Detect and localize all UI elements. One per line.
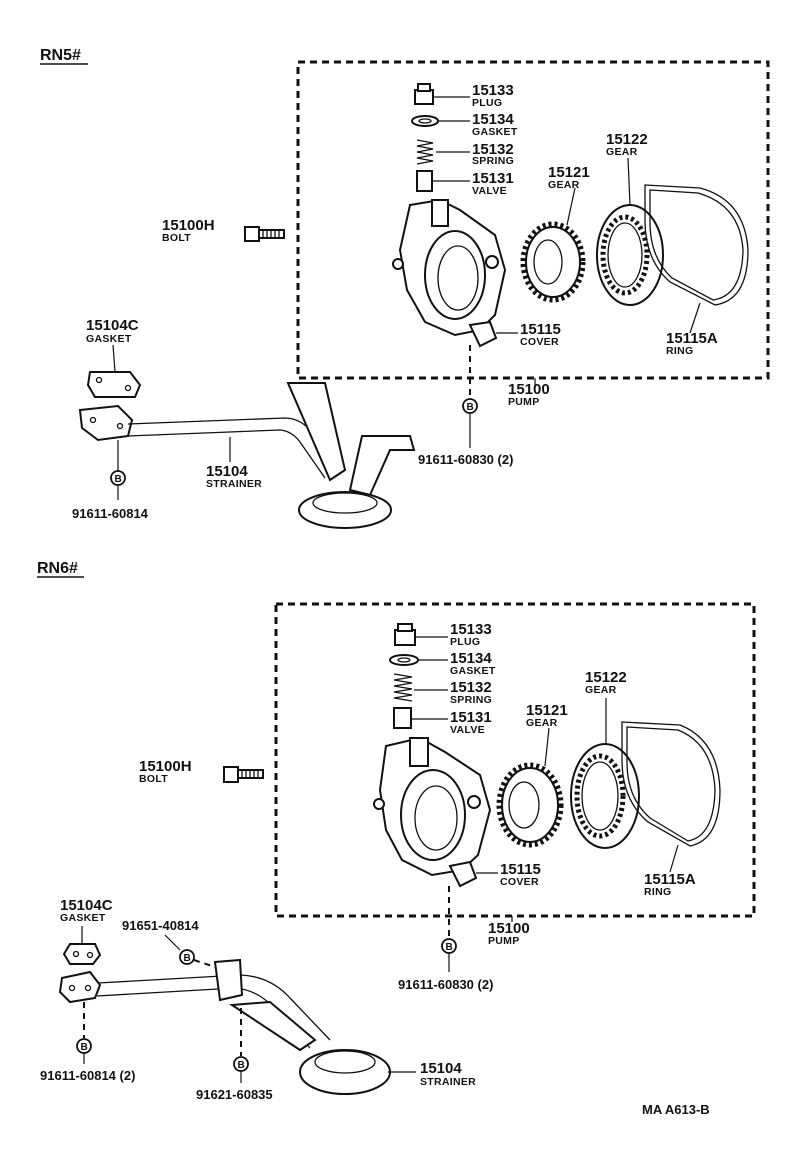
svg-text:B: B: [115, 474, 122, 485]
svg-text:B: B: [184, 953, 191, 964]
drive-gear-part: [520, 187, 586, 303]
drive-gear-number: 15121: [526, 702, 568, 719]
driven-gear-name: GEAR: [585, 684, 617, 696]
drive-gear-part: [496, 727, 564, 848]
driven-gear-name: GEAR: [606, 146, 638, 158]
cover-part: [468, 320, 518, 348]
pump-bolt-number: 15100H: [139, 758, 192, 775]
pump-number: 15100: [508, 381, 550, 398]
fastener-right-code: 91611-60830 (2): [418, 452, 513, 467]
spring-part: [416, 139, 470, 165]
strainer-number: 15104: [206, 463, 248, 480]
pump-name: PUMP: [488, 935, 520, 947]
callout-marker-b: B: [76, 1038, 92, 1054]
driven-gear-part: [570, 698, 640, 849]
fastener-right-code: 91611-60830 (2): [398, 977, 493, 992]
callout-marker-b: B: [462, 398, 478, 414]
pump-body-part: [373, 736, 492, 877]
spring-name: SPRING: [472, 155, 514, 167]
fastener-bracket-code: 91621-60835: [196, 1087, 273, 1102]
strainer-gasket-number: 15104C: [60, 897, 113, 914]
pump-body-part: [392, 198, 507, 337]
strainer-gasket-part: [86, 344, 142, 398]
plug-part: [414, 83, 470, 105]
drive-gear-name: GEAR: [526, 717, 558, 729]
pump-bolt-number: 15100H: [162, 217, 215, 234]
valve-number: 15131: [450, 709, 492, 726]
fastener-upper-code: 91651-40814: [122, 918, 199, 933]
plug-name: PLUG: [472, 97, 502, 109]
pump-bolt-part: [223, 766, 264, 783]
pump-assembly-box: [296, 60, 770, 380]
plug-part: [394, 623, 448, 646]
svg-text:B: B: [238, 1060, 245, 1071]
fastener-left-code: 91611-60814: [72, 506, 149, 521]
strainer-part: [58, 958, 416, 1095]
o-ring-part: [644, 184, 749, 334]
svg-text:B: B: [81, 1042, 88, 1053]
strainer-name: STRAINER: [420, 1076, 476, 1088]
drive-gear-name: GEAR: [548, 179, 580, 191]
cover-name: COVER: [520, 336, 559, 348]
callout-marker-b: B: [110, 470, 126, 486]
strainer-part: [78, 382, 416, 529]
small-gasket-number: 15134: [450, 650, 492, 667]
section-title-rn6: RN6#: [37, 560, 78, 577]
cover-number: 15115: [520, 321, 561, 338]
ring-number: 15115A: [644, 871, 696, 888]
strainer-gasket-number: 15104C: [86, 317, 139, 334]
spring-name: SPRING: [450, 694, 492, 706]
strainer-gasket-name: GASKET: [86, 333, 132, 345]
plug-name: PLUG: [450, 636, 480, 648]
spring-part: [393, 673, 448, 702]
pump-number: 15100: [488, 920, 530, 937]
valve-part: [393, 707, 448, 729]
cover-part: [448, 860, 498, 888]
driven-gear-part: [596, 157, 664, 306]
pump-bolt-name: BOLT: [139, 773, 168, 785]
fastener-left-code: 91611-60814 (2): [40, 1068, 135, 1083]
valve-name: VALVE: [472, 185, 507, 197]
callout-marker-b: B: [179, 949, 195, 965]
ring-number: 15115A: [666, 330, 718, 347]
svg-text:B: B: [446, 942, 453, 953]
spring-number: 15132: [450, 679, 492, 696]
driven-gear-number: 15122: [606, 131, 648, 148]
small-gasket-part: [411, 115, 470, 127]
driven-gear-number: 15122: [585, 669, 627, 686]
cover-number: 15115: [500, 861, 541, 878]
pump-name: PUMP: [508, 396, 540, 408]
drawing-code: MA A613-B: [642, 1102, 710, 1117]
ring-name: RING: [666, 345, 693, 357]
small-gasket-number: 15134: [472, 111, 514, 128]
o-ring-part: [621, 721, 721, 873]
svg-text:B: B: [467, 402, 474, 413]
pump-bolt-name: BOLT: [162, 232, 191, 244]
strainer-number: 15104: [420, 1060, 462, 1077]
section-rn6: RN6# 15133 PLUG 15134 GASKET 15132 SPRIN…: [37, 560, 756, 1102]
strainer-gasket-part: [62, 926, 102, 965]
spring-number: 15132: [472, 141, 514, 158]
plug-number: 15133: [472, 82, 514, 99]
section-rn5: RN5# 15133 PLUG 15134 GASKET 15132 SPRIN…: [40, 47, 770, 529]
pump-bolt-part: [244, 226, 285, 242]
small-gasket-name: GASKET: [450, 665, 496, 677]
valve-name: VALVE: [450, 724, 485, 736]
valve-part: [416, 170, 470, 192]
drive-gear-number: 15121: [548, 164, 590, 181]
strainer-name: STRAINER: [206, 478, 262, 490]
plug-number: 15133: [450, 621, 492, 638]
small-gasket-name: GASKET: [472, 126, 518, 138]
ring-name: RING: [644, 886, 671, 898]
callout-marker-b: B: [441, 938, 457, 954]
cover-name: COVER: [500, 876, 539, 888]
strainer-gasket-name: GASKET: [60, 912, 106, 924]
section-title-rn5: RN5#: [40, 47, 81, 64]
callout-marker-b: B: [233, 1056, 249, 1072]
small-gasket-part: [389, 654, 448, 666]
valve-number: 15131: [472, 170, 514, 187]
